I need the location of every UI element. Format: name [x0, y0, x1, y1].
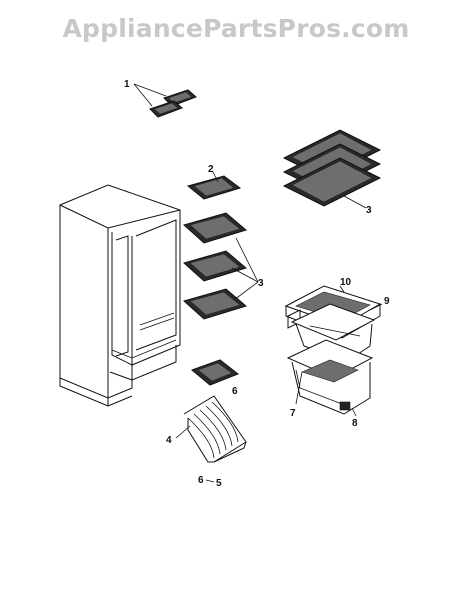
label-cover-frame: 9 [384, 296, 390, 307]
label-freezer-shelves: 3 [258, 278, 264, 289]
label-small-shelf: 6 [232, 386, 238, 397]
crisper-pans: 7 8 [286, 303, 376, 429]
top-freezer-shelf: 2 [186, 164, 242, 200]
ice-trays: 1 [124, 79, 197, 118]
label-bin-basket: 4 [166, 435, 172, 446]
label-pan-frame: 7 [290, 408, 296, 419]
label-fridge-shelves: 3 [366, 205, 372, 216]
wire-basket: 4 6 5 [166, 395, 247, 489]
label-basket-pin: 6 [198, 475, 204, 486]
label-ice-tray: 1 [124, 79, 130, 90]
freezer-shelves: 3 [182, 212, 264, 320]
cabinet [59, 184, 181, 407]
fridge-shelves: 3 [282, 129, 382, 216]
label-top-shelf: 2 [208, 164, 214, 175]
site-watermark: AppliancePartsPros.com [62, 14, 410, 43]
small-freezer-shelf: 6 [191, 359, 239, 397]
label-basket-rail: 5 [216, 478, 222, 489]
label-crisper-pan: 8 [352, 418, 358, 429]
label-crisper-cover: 10 [340, 277, 352, 288]
